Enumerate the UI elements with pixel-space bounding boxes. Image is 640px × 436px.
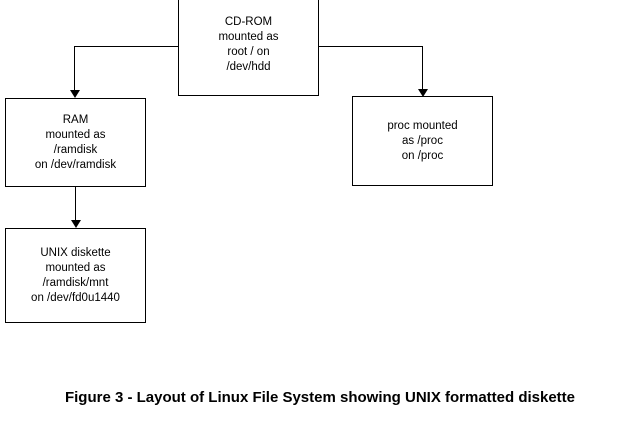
node-ram-line-4: on /dev/ramdisk: [34, 158, 117, 171]
connector-cdrom-to-ram-vertical: [74, 46, 75, 91]
node-proc-line-1: proc mounted: [387, 119, 458, 132]
node-ram: RAM mounted as /ramdisk on /dev/ramdisk: [5, 98, 146, 187]
node-ram-line-3: /ramdisk: [53, 143, 98, 156]
node-diskette-line-3: /ramdisk/mnt: [42, 276, 109, 289]
node-diskette-line-2: mounted as: [45, 261, 106, 274]
node-proc-line-3: on /proc: [401, 149, 444, 162]
node-proc-line-2: as /proc: [402, 134, 443, 147]
arrowhead-to-ram-icon: [70, 90, 80, 98]
node-diskette-line-4: on /dev/fd0u1440: [31, 291, 120, 304]
node-cdrom-line-3: root / on: [227, 46, 270, 58]
node-cdrom-line-1: CD-ROM: [224, 16, 273, 28]
node-ram-line-1: RAM: [62, 113, 89, 126]
node-diskette-line-1: UNIX diskette: [40, 246, 111, 259]
node-proc: proc mounted as /proc on /proc: [352, 96, 493, 186]
figure-caption: Figure 3 - Layout of Linux File System s…: [64, 389, 576, 406]
node-unix-diskette: UNIX diskette mounted as /ramdisk/mnt on…: [5, 228, 146, 323]
connector-ram-to-diskette-vertical: [75, 187, 76, 221]
connector-cdrom-to-proc-vertical: [422, 46, 423, 90]
arrowhead-to-diskette-icon: [71, 220, 81, 228]
connector-cdrom-to-proc-horizontal: [318, 46, 423, 47]
node-cdrom: CD-ROM mounted as root / on /dev/hdd: [178, 0, 319, 96]
node-cdrom-line-2: mounted as: [218, 31, 279, 43]
node-cdrom-line-4: /dev/hdd: [226, 61, 271, 73]
node-ram-line-2: mounted as: [45, 128, 106, 141]
arrowhead-to-proc-icon: [418, 89, 428, 97]
connector-cdrom-to-ram-horizontal: [74, 46, 179, 47]
